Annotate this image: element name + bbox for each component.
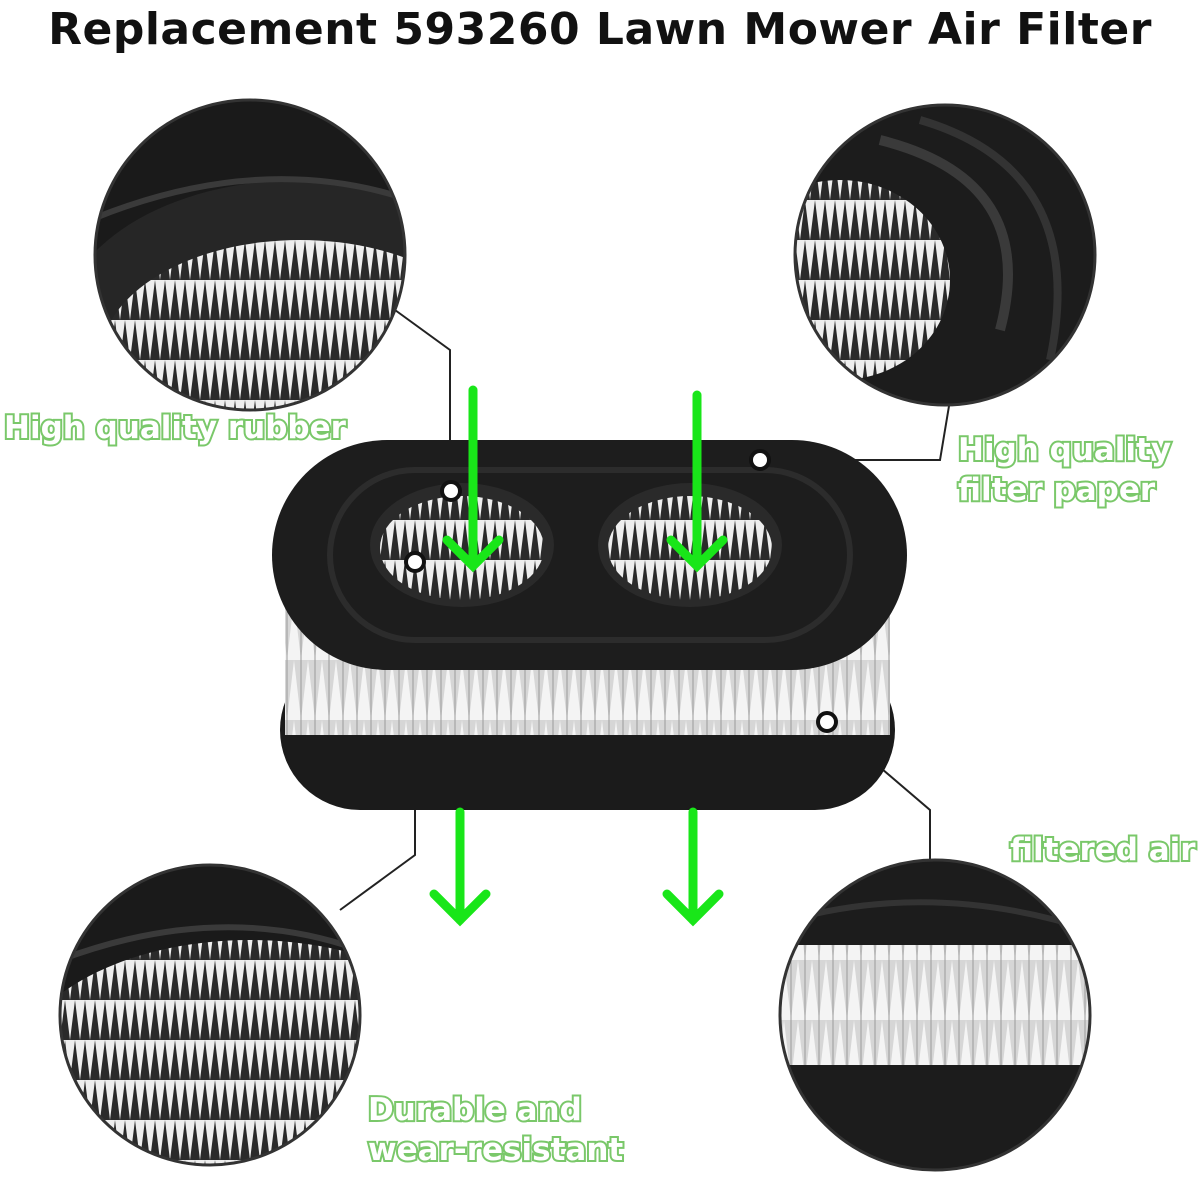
- detail-circle-filtered-air: [780, 860, 1090, 1170]
- label-high-quality-rubber: High quality rubber: [2, 408, 348, 448]
- page-title: Replacement 593260 Lawn Mower Air Filter: [48, 4, 1152, 55]
- airflow-arrows: [429, 385, 728, 927]
- detail-circle-filter-paper: [795, 105, 1095, 405]
- air-filter-product: [272, 440, 907, 810]
- label-filtered-air: filtered air: [1008, 830, 1198, 870]
- label-durable-wear-resistant: Durable and wear-resistant: [366, 1090, 625, 1170]
- label-high-quality-filter-paper: High quality filter paper: [956, 430, 1173, 510]
- callout-dots: [404, 449, 838, 733]
